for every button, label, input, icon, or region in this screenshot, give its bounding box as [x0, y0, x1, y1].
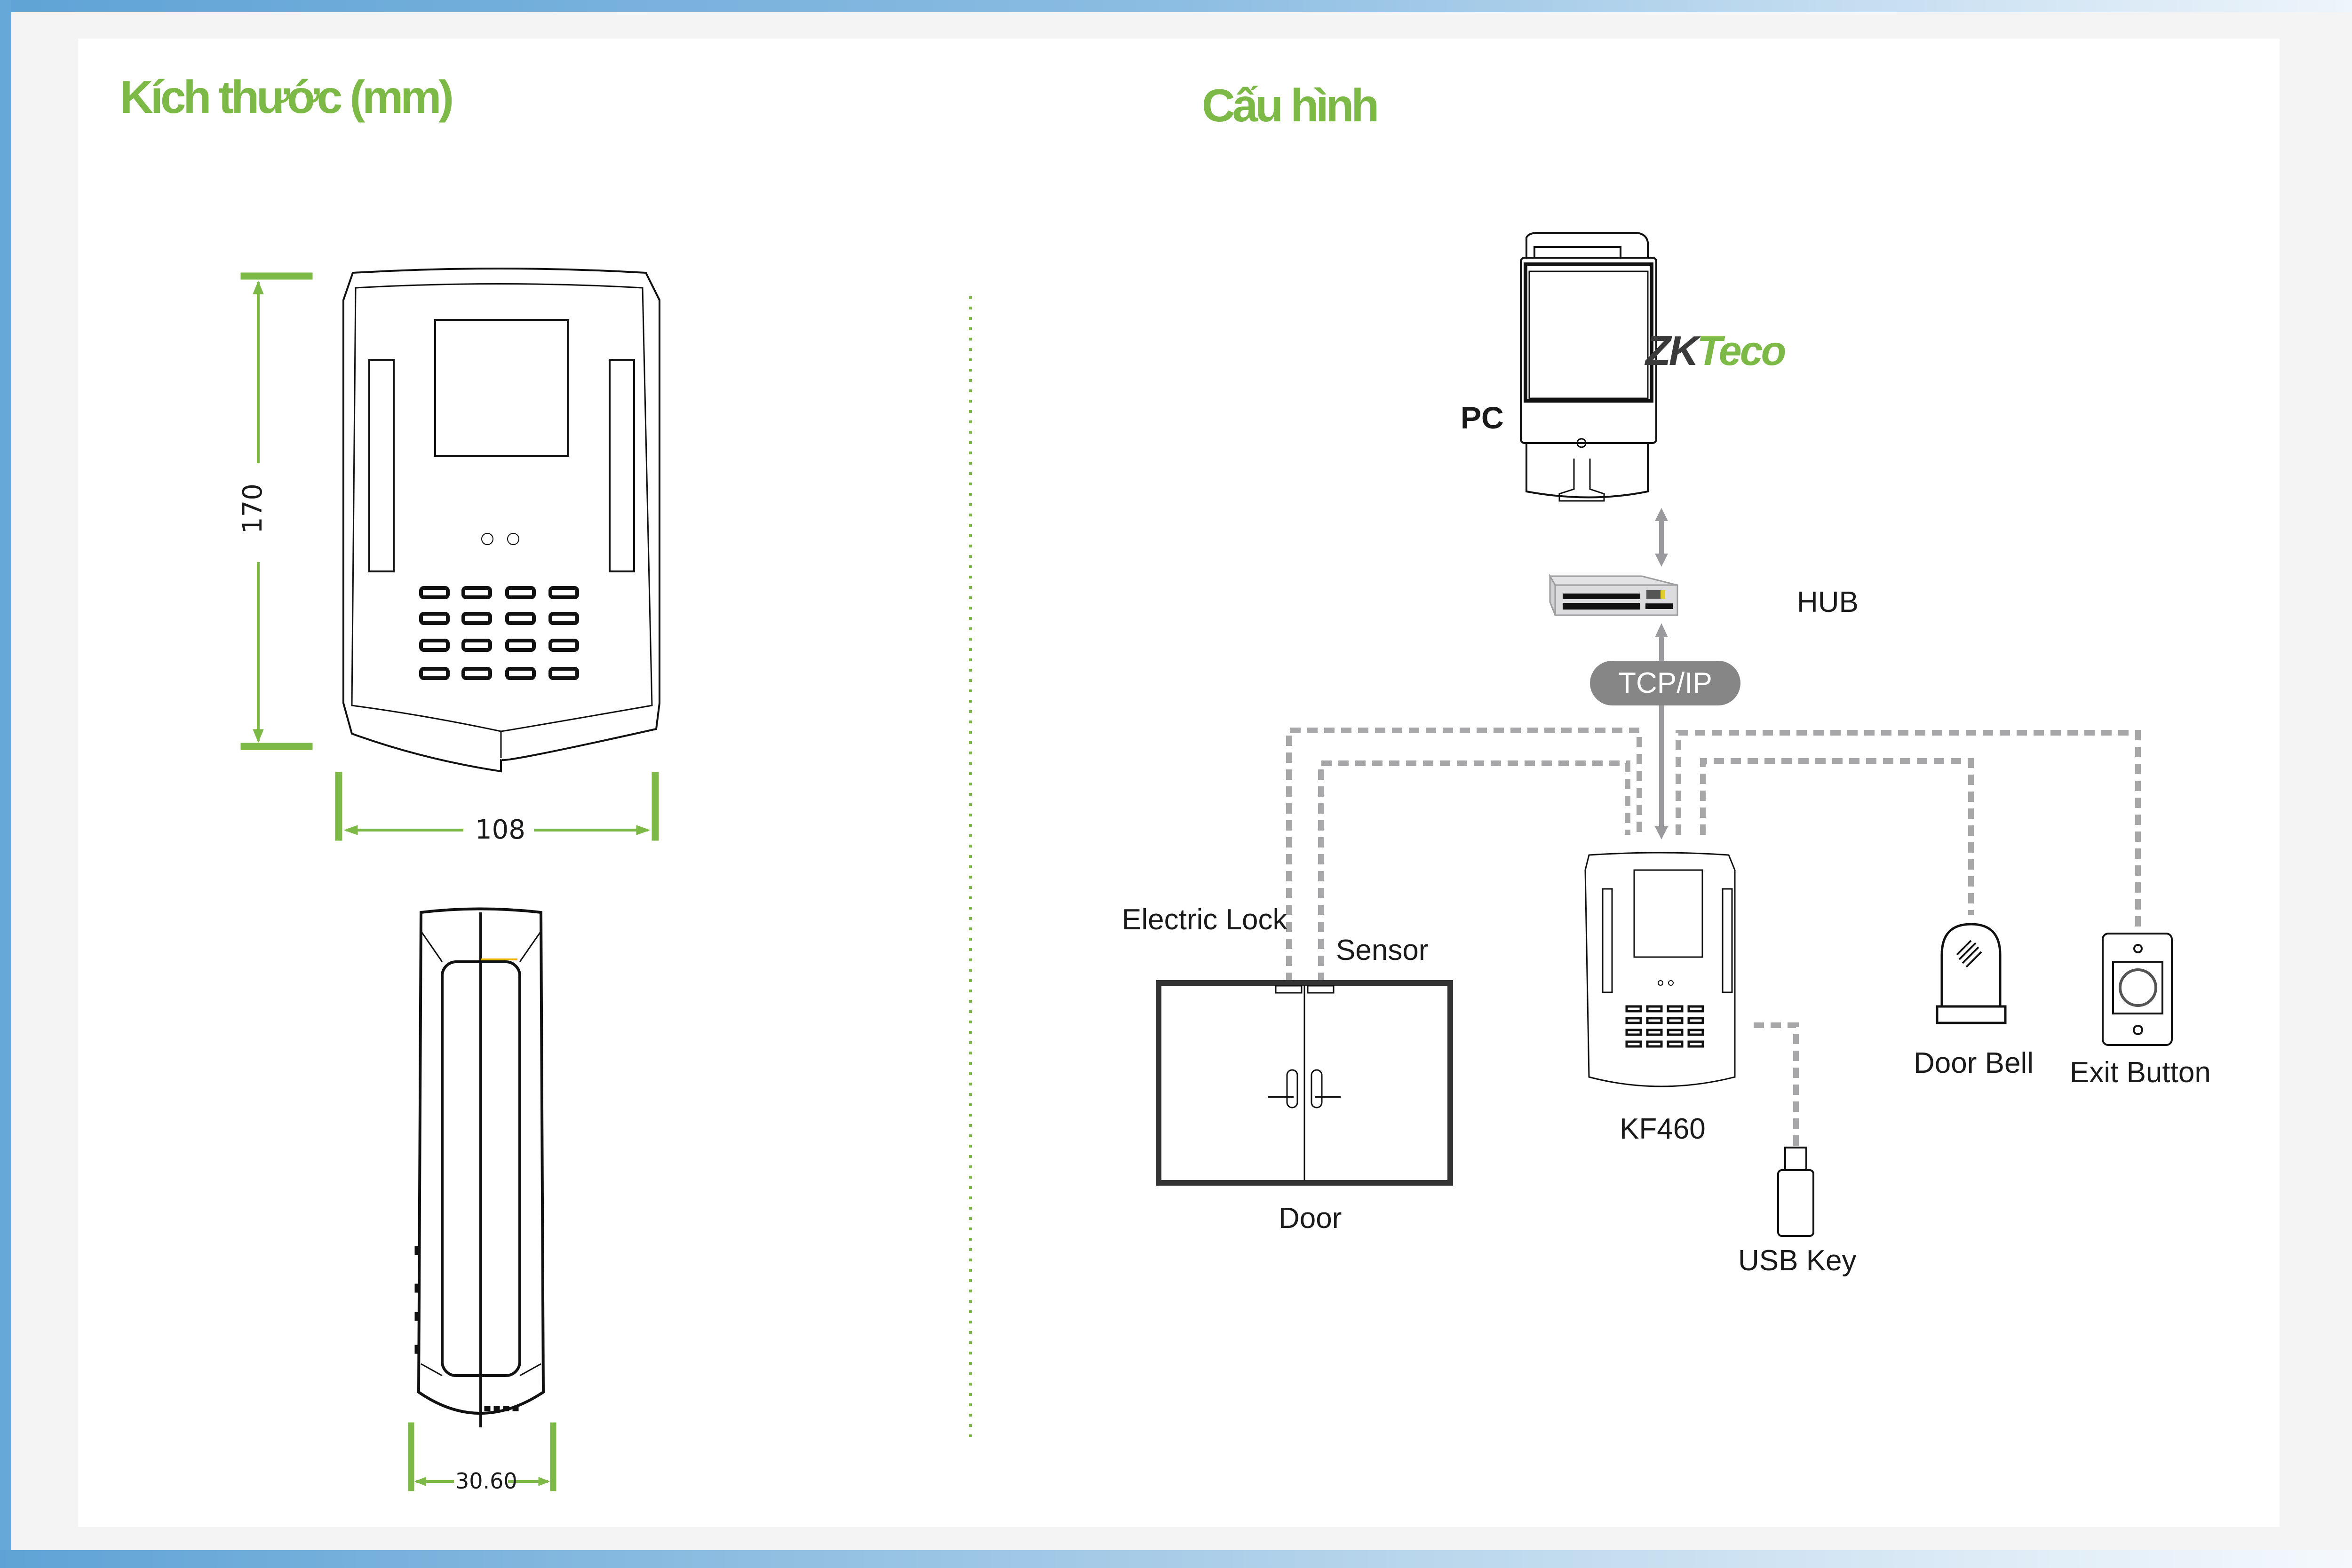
- tcpip-badge: TCP/IP: [1590, 661, 1740, 705]
- dashed-connections: [1286, 728, 2141, 1148]
- usb-key-link: [1754, 1022, 1799, 1148]
- frame-bottom-border: [0, 1550, 2352, 1568]
- kf460-device-icon: [1584, 852, 1736, 1087]
- door-icon: [1156, 980, 1453, 1186]
- frame-top-border: [0, 0, 2352, 12]
- usb-key-label: USB Key: [1738, 1244, 1857, 1277]
- hub-label: HUB: [1797, 586, 1859, 618]
- door-bell-link: [1700, 758, 1974, 915]
- zkteco-logo: ZKTeco: [1645, 327, 1786, 375]
- logo-zk: ZK: [1645, 327, 1699, 374]
- device-front-view: [342, 268, 660, 773]
- depth-label: 30.60: [455, 1468, 517, 1494]
- sensor-label: Sensor: [1336, 934, 1429, 966]
- electric-lock-label: Electric Lock: [1122, 903, 1287, 936]
- sensor-link: [1318, 760, 1630, 983]
- width-dimension: [335, 772, 659, 841]
- height-dimension: [240, 272, 313, 750]
- exit-button-label: Exit Button: [2070, 1056, 2211, 1089]
- door-bell-label: Door Bell: [1914, 1047, 2034, 1079]
- height-label: 170: [238, 483, 268, 534]
- device-side-view: [414, 907, 545, 1427]
- keypad: [419, 586, 579, 680]
- configuration-title: Cấu hình: [1202, 79, 1379, 131]
- exit-button-icon: [2102, 933, 2173, 1046]
- exit-button-link: [1676, 730, 2141, 934]
- frame-left-border: [0, 0, 11, 1568]
- dimensions-title: Kích thước (mm): [120, 71, 454, 123]
- usb-key-icon: [1777, 1147, 1814, 1237]
- door-bell-icon: [1936, 923, 2007, 1024]
- kf460-label: KF460: [1620, 1113, 1706, 1145]
- electric-lock-link: [1286, 728, 1642, 983]
- logo-teco: Teco: [1697, 327, 1786, 374]
- width-label: 108: [475, 815, 525, 845]
- hub-icon: [1549, 573, 1678, 616]
- depth-dimension: [408, 1422, 556, 1491]
- monitor-icon: [1520, 257, 1657, 502]
- door-label: Door: [1279, 1202, 1342, 1235]
- content-card: [78, 39, 2280, 1527]
- pc-label: PC: [1461, 400, 1504, 435]
